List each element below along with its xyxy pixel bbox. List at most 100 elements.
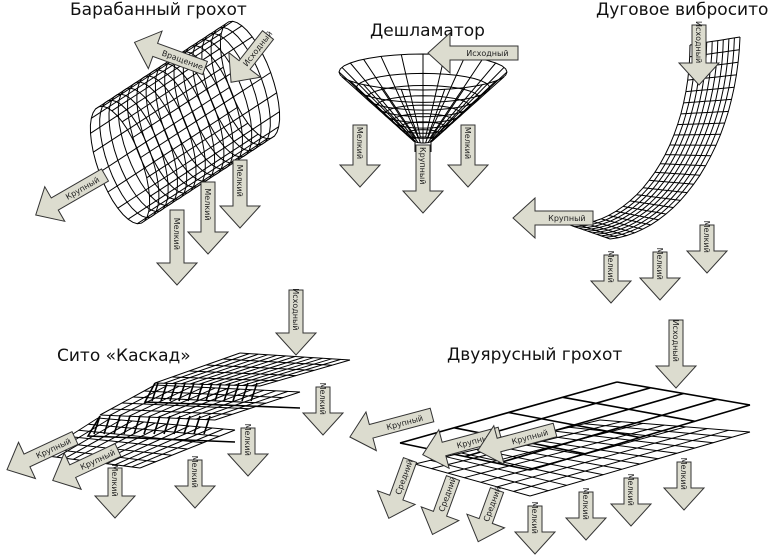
arrow-cascade-coarse-2-shape xyxy=(52,442,122,491)
arrow-deslimer-coarse: Крупный xyxy=(401,144,445,214)
deck-line xyxy=(569,426,714,444)
drum-line xyxy=(144,135,275,222)
arrow-two-deck-feed-label: Исходный xyxy=(671,320,680,362)
deck-line xyxy=(239,352,351,361)
arrow-deslimer-fine-1-shape xyxy=(338,124,382,188)
arrow-rotation-shape xyxy=(133,30,209,76)
deck-line xyxy=(138,386,204,418)
arrow-two-deck-fine-4-shape xyxy=(662,461,706,511)
drum-line xyxy=(148,126,279,213)
drum-line xyxy=(102,20,233,107)
arrow-two-deck-fine-3: Мелкий xyxy=(609,474,653,527)
cone-line xyxy=(380,87,419,143)
arrow-drum-fine-1-label: Мелкий xyxy=(172,218,181,250)
deslimer-mesh xyxy=(338,53,508,152)
arc-long-line xyxy=(605,37,735,238)
arrow-two-deck-feed: Исходный xyxy=(654,319,698,389)
arrow-two-deck-fine-4-label: Мелкий xyxy=(679,458,688,490)
cascade-screen-mesh xyxy=(39,352,351,469)
arrow-drum-feed-label: Исходный xyxy=(241,29,274,68)
arc-cross-line xyxy=(660,163,706,167)
deck-line xyxy=(599,419,751,433)
cone-line xyxy=(427,87,466,143)
drum-line xyxy=(127,133,259,220)
drum-line xyxy=(99,87,230,173)
arc-cross-line xyxy=(636,194,681,201)
deck-line xyxy=(154,382,261,387)
arc-cross-line xyxy=(577,224,619,239)
step-tooth xyxy=(183,415,191,435)
arrow-deslimer-feed: Исходный xyxy=(427,31,519,75)
cone-line xyxy=(425,54,446,138)
deck-line xyxy=(198,355,286,385)
arrow-drum-fine-1: Мелкий xyxy=(155,209,199,286)
arrow-deslimer-fine-1-label: Мелкий xyxy=(355,127,364,159)
deck-line xyxy=(222,358,333,366)
arrow-two-deck-fine-4: Мелкий xyxy=(662,458,706,511)
step-tooth xyxy=(173,415,181,435)
deck-line xyxy=(99,384,156,416)
deck-line xyxy=(172,353,259,384)
drum-line xyxy=(107,106,239,193)
arrow-cascade-fine-1-shape xyxy=(301,386,345,436)
arrow-cascade-fine-2: Мелкий xyxy=(93,465,137,519)
arrow-two-deck-middle-3-shape xyxy=(466,486,506,543)
arrow-two-deck-coarse-3-shape xyxy=(477,422,558,466)
deck-line xyxy=(110,408,233,415)
arrow-deslimer-coarse-label: Крупный xyxy=(418,147,427,184)
arrow-two-deck-fine-1: Мелкий xyxy=(513,502,557,555)
drum-line xyxy=(121,36,253,123)
deck-line xyxy=(399,381,618,444)
step-tooth xyxy=(160,382,168,402)
arrow-cascade-fine-4-label: Мелкий xyxy=(243,424,252,456)
arc-cross-line xyxy=(593,221,635,234)
deck-line xyxy=(447,422,644,474)
step-tooth xyxy=(143,415,151,435)
arrow-two-deck-middle-2-shape xyxy=(420,474,461,536)
arrow-drum-fine-3-shape xyxy=(218,159,262,229)
cone-line xyxy=(431,80,497,142)
arrow-drum-coarse-shape xyxy=(35,168,110,223)
arrow-drum-fine-1-shape xyxy=(155,209,199,286)
deck-line xyxy=(259,359,351,387)
arrow-arc-coarse: Крупный xyxy=(512,196,594,240)
step-tooth xyxy=(241,382,249,402)
arrow-cascade-feed: Исходный xyxy=(274,288,318,356)
arrow-two-deck-coarse-3: Крупный xyxy=(477,422,558,466)
arrow-deslimer-coarse-shape xyxy=(401,144,445,214)
deck-line xyxy=(464,424,665,479)
cone-line xyxy=(363,59,417,139)
deck-line xyxy=(553,430,696,449)
arrow-arc-fine-2-shape xyxy=(638,251,682,301)
deck-line xyxy=(242,358,332,386)
arrow-cascade-fine-4: Мелкий xyxy=(226,424,270,477)
title-deslimer: Дешламатор xyxy=(370,21,485,41)
arrow-drum-coarse: Крупный xyxy=(35,168,110,223)
deck-line xyxy=(513,429,729,492)
arrow-deslimer-feed-shape xyxy=(427,31,519,75)
deck-line xyxy=(461,452,586,481)
arc-cross-line xyxy=(680,110,729,115)
cone-line xyxy=(341,66,414,140)
arc-screen-mesh xyxy=(569,36,741,240)
deck-line xyxy=(538,434,677,454)
arrow-arc-fine-1-shape xyxy=(589,254,633,304)
arrow-arc-feed-label: Исходный xyxy=(694,21,703,63)
arrow-cascade-coarse-1-shape xyxy=(6,430,79,480)
arrow-arc-fine-3-shape xyxy=(685,224,729,274)
arc-cross-line xyxy=(665,154,712,157)
step-tooth xyxy=(203,415,211,435)
step-tooth xyxy=(250,382,258,402)
arc-cross-line xyxy=(683,98,732,104)
arc-long-line xyxy=(601,38,730,237)
title-two-deck-screen: Двуярусный грохот xyxy=(447,345,623,365)
arrow-cascade-fine-3: Мелкий xyxy=(173,456,217,509)
arrow-deslimer-feed-label: Исходный xyxy=(466,49,508,58)
arrow-two-deck-fine-1-label: Мелкий xyxy=(530,502,539,534)
deck-line xyxy=(143,390,284,399)
arc-cross-line xyxy=(569,224,611,240)
step-tooth xyxy=(205,382,213,402)
arrow-arc-coarse-label: Крупный xyxy=(548,214,585,223)
deck-line xyxy=(529,431,751,497)
step-tooth xyxy=(193,415,201,435)
